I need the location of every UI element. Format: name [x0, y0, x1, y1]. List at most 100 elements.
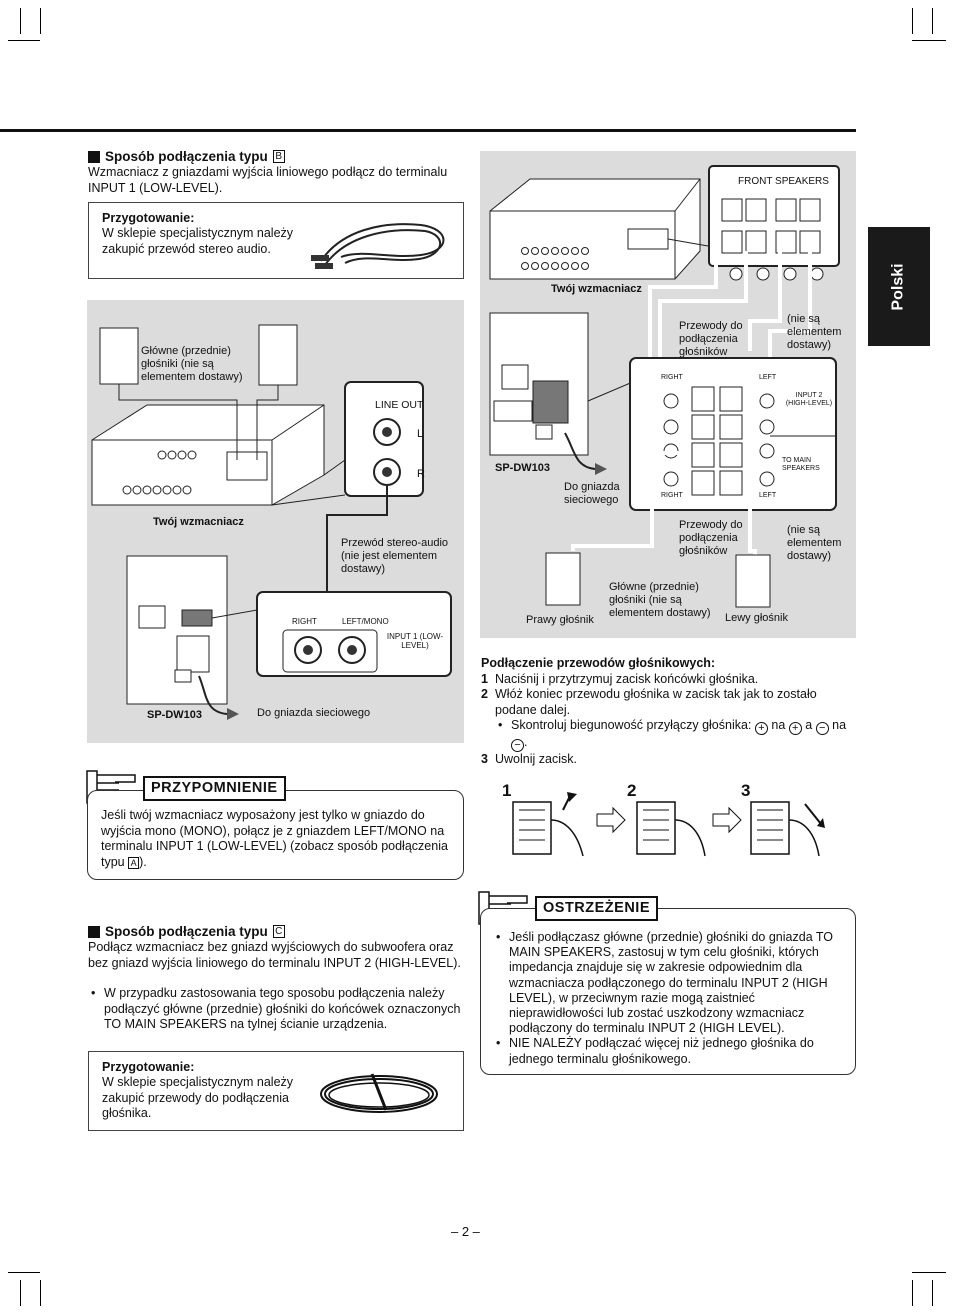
minus-icon: − [511, 739, 524, 752]
step-number: 2 [481, 687, 488, 701]
input2-right-label: RIGHT [661, 374, 683, 381]
polarity-a: a [805, 718, 813, 732]
crop-mark [932, 1280, 933, 1306]
left-speaker-label: Lewy głośnik [725, 612, 788, 624]
caution-content: Jeśli podłączasz główne (przednie) głośn… [493, 930, 847, 1067]
prep-text: W sklepie specjalistycznym należy zakupi… [102, 226, 294, 256]
diagram-c-outlet-label: Do gniazda sieciowego [564, 481, 620, 506]
plus-icon: + [754, 722, 768, 735]
language-tab: Polski [868, 227, 930, 346]
wiring-step-3-text: Uwolnij zacisk. [495, 752, 577, 766]
crop-mark [932, 8, 933, 34]
wiring-step-2: 2 Włóż koniec przewodu głośnika w zacisk … [481, 687, 856, 718]
reminder-badge: PRZYPOMNIENIE [143, 776, 286, 801]
polarity-check: Skontroluj biegunowość przyłączy głośnik… [495, 718, 856, 752]
prep-title: Przygotowanie: [102, 211, 195, 225]
section-b-letter: B [272, 150, 285, 164]
diagram-c-graphics [489, 165, 840, 608]
jack-l-label: L [417, 428, 424, 440]
crop-mark [20, 8, 21, 34]
wires-bottom-label: Przewody do podłączenia głośników [679, 519, 743, 557]
crop-mark [8, 40, 40, 41]
section-c-text: Podłącz wzmacniacz bez gniazd wyjściowyc… [88, 940, 461, 970]
crop-mark [912, 1272, 946, 1273]
diagram-c-amp-label: Twój wzmacniacz [551, 283, 642, 295]
reminder-box: Jeśli twój wzmacniacz wyposażony jest ty… [87, 790, 464, 880]
input2-left-label: LEFT [759, 374, 777, 381]
not-included-top-label: (nie są elementem dostawy) [787, 313, 842, 351]
reminder-letter: A [128, 856, 140, 869]
diagram-b-outlet-label: Do gniazda sieciowego [257, 707, 371, 719]
section-b-heading-text: Sposób podłączenia typu [105, 149, 268, 164]
caution-bullet-2: NIE NALEŻY podłączać więcej niż jednego … [493, 1036, 847, 1066]
section-c-prep-box: Przygotowanie: W sklepie specjalistyczny… [88, 1051, 464, 1131]
section-c-heading-text: Sposób podłączenia typu [105, 924, 268, 939]
wiring-step-1-text: Naciśnij i przytrzymuj zacisk końcówki g… [495, 671, 759, 686]
reminder-text: Jeśli twój wzmacniacz wyposażony jest ty… [101, 808, 448, 869]
section-c-bullet: W przypadku zastosowania tego sposobu po… [88, 986, 464, 1033]
step-number: 3 [481, 752, 488, 766]
caution-box: Jeśli podłączasz główne (przednie) głośn… [480, 908, 856, 1075]
minus-icon: − [815, 722, 829, 735]
not-included-bottom-label: (nie są elementem dostawy) [787, 524, 842, 562]
heading-square-icon [88, 150, 100, 163]
wiring-title: Podłączenie przewodów głośnikowych: [481, 656, 716, 670]
wiring-instructions: Podłączenie przewodów głośnikowych: 1 Nac… [481, 656, 856, 768]
crop-mark [912, 40, 946, 41]
polarity-check-text: Skontroluj biegunowość przyłączy głośnik… [511, 718, 752, 732]
line-out-label: LINE OUT [375, 399, 424, 411]
section-b-prep-box: Przygotowanie: W sklepie specjalistyczny… [88, 202, 464, 279]
heading-square-icon [88, 925, 100, 938]
crop-mark [40, 1280, 41, 1306]
diagram-b-main-speakers-label: Główne (przednie) głośniki (nie są eleme… [141, 345, 243, 383]
prep-title: Przygotowanie: [102, 1060, 195, 1074]
diagram-type-c: FRONT SPEAKERS Twój wzmacniacz Przewody … [480, 151, 856, 638]
step-number: 1 [481, 671, 488, 686]
prep-text: W sklepie specjalistycznym należy zakupi… [102, 1075, 294, 1120]
input2-label: INPUT 2 (HIGH-LEVEL) [785, 392, 833, 407]
input1-right-label: RIGHT [292, 617, 317, 626]
illustration-step-3: 3 [741, 781, 751, 800]
wiring-step-2-text: Włóż koniec przewodu głośnika w zacisk t… [495, 687, 817, 717]
section-c-letter: C [272, 925, 285, 939]
diagram-type-b: Główne (przednie) głośniki (nie są eleme… [87, 300, 464, 743]
wiring-steps-illustration [512, 792, 825, 857]
wiring-step-1: 1 Naciśnij i przytrzymuj zacisk końcówki … [481, 672, 856, 688]
section-b-text: Wzmacniacz z gniazdami wyjścia liniowego… [88, 165, 448, 195]
crop-mark [8, 1272, 40, 1273]
plus-icon: + [788, 722, 802, 735]
diagram-c-main-speakers-label: Główne (przednie) głośniki (nie są eleme… [609, 581, 711, 619]
wires-top-label: Przewody do podłączenia głośników [679, 320, 743, 358]
crop-mark [40, 8, 41, 34]
reminder-text-wrap: Jeśli twój wzmacniacz wyposażony jest ty… [101, 808, 456, 870]
diagram-b-model-label: SP-DW103 [147, 709, 203, 721]
input1-left-mono-label: LEFT/MONO [342, 617, 389, 626]
illustration-step-2: 2 [627, 781, 637, 800]
section-b-heading: Sposób podłączenia typu B [88, 148, 285, 166]
to-main-right-label: RIGHT [661, 492, 683, 499]
crop-mark [912, 8, 913, 34]
diagram-c-model-label: SP-DW103 [495, 462, 551, 474]
audio-cable-illustration [311, 223, 445, 269]
page-number: – 2 – [451, 1224, 480, 1239]
caution-bullet-1: Jeśli podłączasz główne (przednie) głośn… [493, 930, 847, 1036]
polarity-na-2: na [832, 718, 847, 732]
stereo-cable-label: Przewód stereo-audio (nie jest elementem… [341, 537, 449, 575]
front-speakers-label: FRONT SPEAKERS [738, 176, 829, 187]
to-main-left-label: LEFT [759, 492, 777, 499]
speaker-wire-illustration [320, 1073, 438, 1113]
right-speaker-label: Prawy głośnik [526, 614, 594, 626]
language-tab-label: Polski [889, 262, 907, 311]
top-rule [0, 129, 856, 132]
illustration-step-1: 1 [502, 781, 512, 800]
crop-mark [912, 1280, 913, 1306]
section-c-heading: Sposób podłączenia typu C [88, 923, 285, 941]
diagram-b-graphics [91, 324, 452, 720]
reminder-text-end: ). [139, 854, 147, 869]
input1-label: INPUT 1 (LOW-LEVEL) [386, 632, 444, 650]
crop-mark [20, 1280, 21, 1306]
to-main-label: TO MAIN SPEAKERS [782, 457, 820, 472]
wiring-step-3: 3 Uwolnij zacisk. [481, 752, 856, 768]
jack-r-label: R [417, 468, 425, 480]
polarity-na: na [771, 718, 786, 732]
